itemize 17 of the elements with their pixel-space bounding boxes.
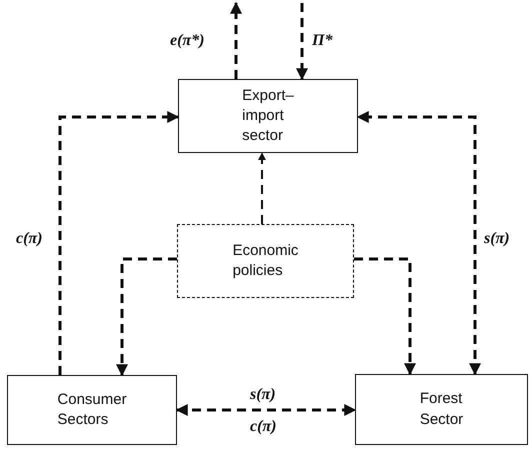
arrow	[354, 258, 416, 376]
process-box: Consumer Sectors	[7, 375, 177, 445]
arrow	[116, 258, 177, 376]
arrow	[296, 3, 308, 80]
edge-label: s(π)	[482, 230, 512, 248]
dashed-box: Economic policies	[177, 224, 354, 298]
arrow	[230, 2, 242, 79]
process-box: Forest Sector	[355, 374, 528, 445]
edge-label: e(π*)	[168, 32, 206, 50]
arrow	[356, 111, 481, 376]
arrow	[58, 111, 180, 375]
process-box: Export–import sector	[178, 79, 358, 153]
edge-label: s(π)	[248, 386, 278, 404]
arrow	[258, 152, 266, 224]
arrow	[176, 404, 356, 416]
flow-label: c(π)	[248, 418, 278, 436]
edge-label: c(π)	[14, 230, 44, 248]
